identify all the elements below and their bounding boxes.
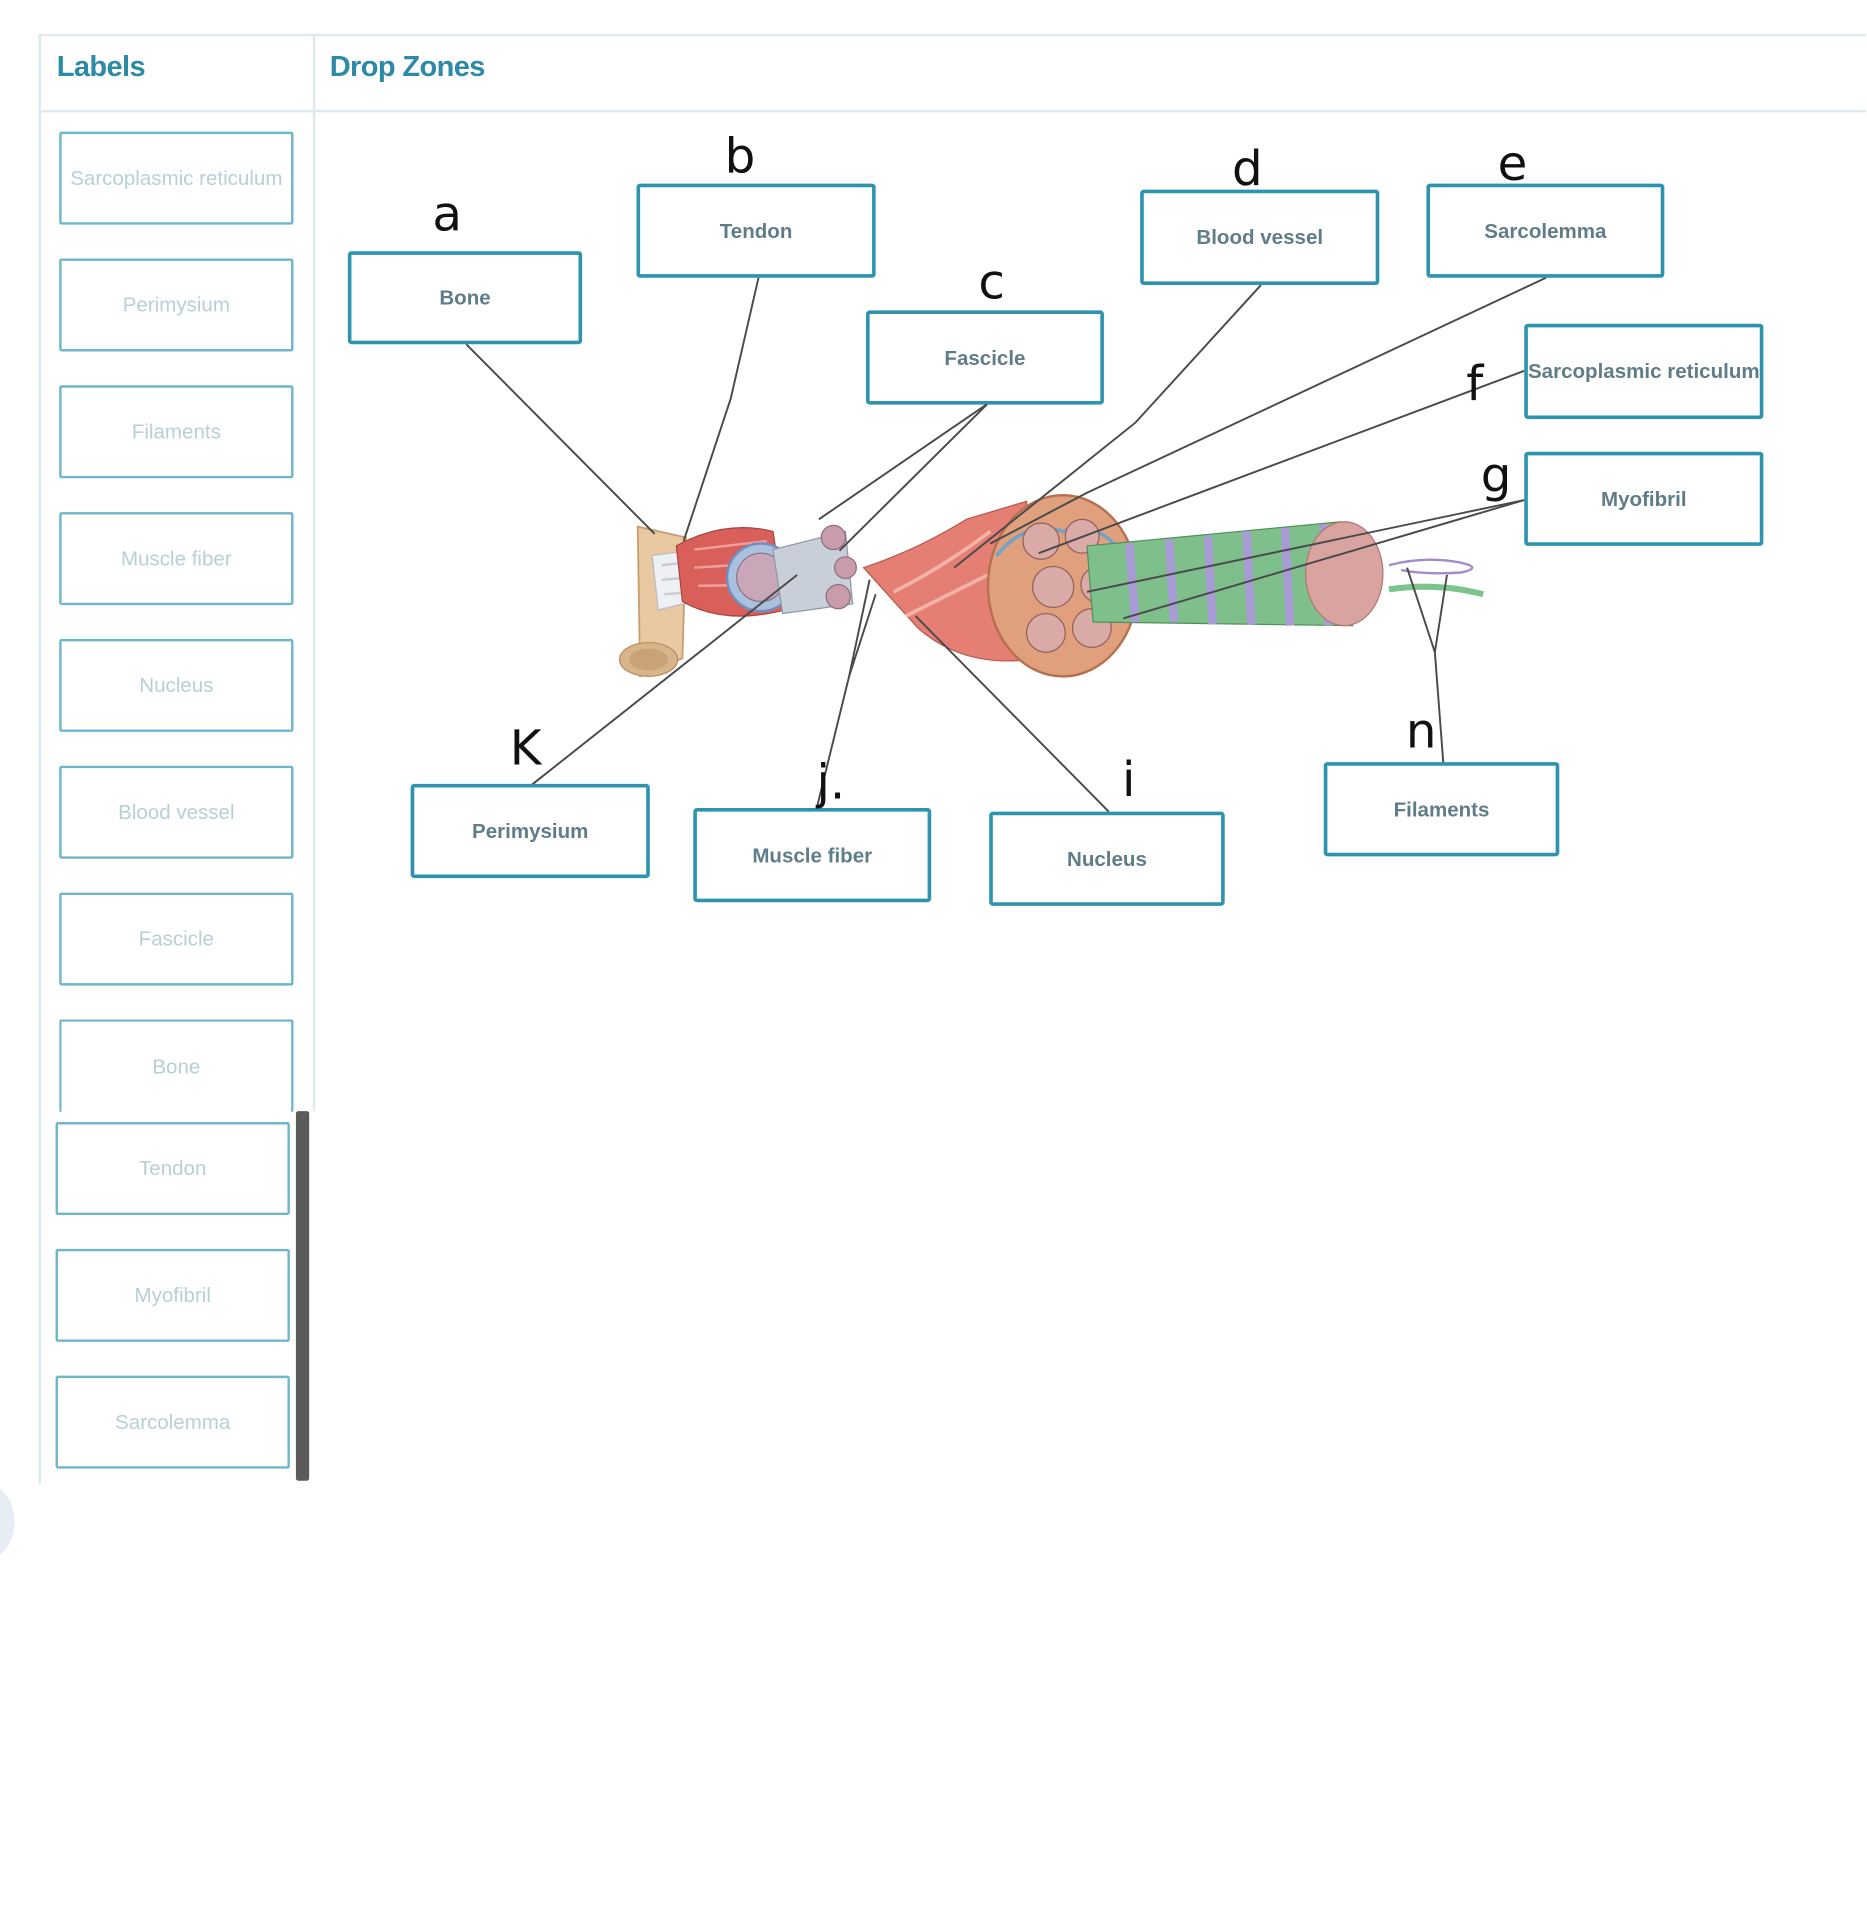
handwritten-letter-f: f [1466, 356, 1484, 412]
drop-zone-d[interactable]: Blood vessel [1140, 189, 1380, 286]
labels-panel-title: Labels [56, 50, 146, 84]
handwritten-letter-c: c [978, 254, 1005, 311]
handwritten-letter-j: j. [816, 754, 846, 811]
bank-label-filaments[interactable]: Filaments [59, 385, 294, 479]
myofibril-illustration [1086, 521, 1384, 627]
drop-zone-b[interactable]: Tendon [636, 183, 876, 278]
corner-badge [0, 1485, 15, 1559]
drop-zone-a[interactable]: Bone [347, 251, 583, 345]
drop-zone-e[interactable]: Sarcolemma [1426, 183, 1665, 278]
handwritten-letter-b: b [724, 129, 756, 185]
handwritten-letter-i: i [1122, 752, 1136, 809]
labels-panel-divider [312, 33, 316, 1112]
muscle-belly-illustration [675, 527, 796, 617]
muscle-anatomy-diagram [465, 276, 1547, 813]
drop-zones-panel-title: Drop Zones [329, 50, 486, 84]
labels-panel-left-border [38, 33, 42, 1484]
drop-zone-c[interactable]: Fascicle [865, 310, 1104, 405]
bank-label-nucleus[interactable]: Nucleus [59, 638, 294, 732]
header-bottom-border [39, 109, 1867, 113]
handwritten-letter-a: a [432, 187, 463, 243]
drop-zone-h[interactable]: Filaments [1323, 762, 1560, 857]
bank-label-sarcolemma[interactable]: Sarcolemma [55, 1375, 290, 1469]
drop-zone-i[interactable]: Nucleus [989, 811, 1225, 906]
drop-zone-j[interactable]: Muscle fiber [693, 808, 932, 903]
filaments-illustration [1388, 558, 1484, 598]
handwritten-letter-k: K [509, 721, 542, 777]
handwritten-letter-h: n [1405, 704, 1437, 760]
leader-lines [465, 276, 1547, 813]
bank-label-fascicle[interactable]: Fascicle [59, 892, 294, 986]
header-top-border [39, 33, 1867, 37]
drop-zone-f[interactable]: Sarcoplasmic reticulum [1524, 323, 1764, 420]
bank-label-blood-vessel[interactable]: Blood vessel [59, 765, 294, 859]
fiber-cross-section-illustration [986, 493, 1139, 678]
handwritten-letter-e: e [1497, 136, 1528, 193]
handwritten-letter-g: g [1480, 448, 1512, 504]
handwritten-letter-d: d [1231, 141, 1263, 197]
bank-label-bone[interactable]: Bone [59, 1019, 294, 1113]
drop-zone-k[interactable]: Perimysium [410, 783, 650, 879]
bank-label-sarcoplasmic-reticulum[interactable]: Sarcoplasmic reticulum [59, 131, 294, 225]
label-bank-scrollbar[interactable] [295, 1111, 310, 1481]
bank-label-muscle-fiber[interactable]: Muscle fiber [59, 512, 294, 606]
bank-label-myofibril[interactable]: Myofibril [55, 1248, 290, 1342]
bank-label-tendon[interactable]: Tendon [55, 1122, 290, 1216]
bank-label-perimysium[interactable]: Perimysium [59, 258, 294, 352]
fascicle-illustration [772, 524, 857, 615]
drop-zone-g[interactable]: Myofibril [1524, 451, 1764, 546]
